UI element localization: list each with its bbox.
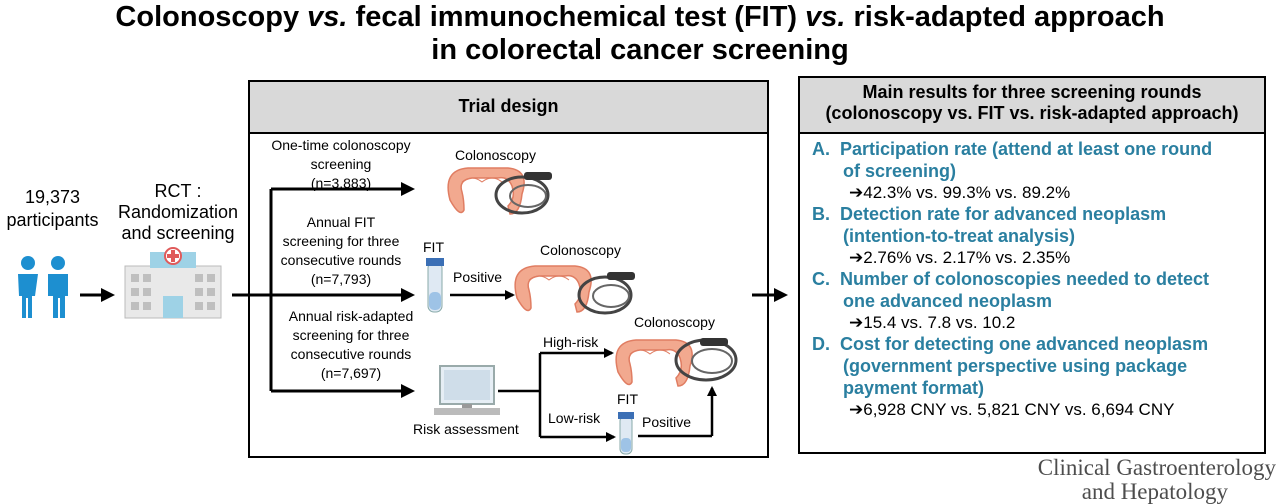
arm3-high-branch-label: High-risk	[543, 334, 599, 350]
hospital-icon	[124, 247, 222, 319]
trial-design-panel: Trial design	[248, 80, 769, 458]
page-subtitle: in colorectal cancer screening	[431, 34, 849, 66]
arm3-result-label: Positive	[642, 414, 692, 430]
arm2-procedure-label: Colonoscopy	[540, 242, 621, 258]
colon-icon-arm2	[514, 265, 635, 315]
fit-tube-icon-arm3	[618, 412, 634, 455]
participants-count: 19,373	[24, 187, 81, 207]
participants-label: participants	[6, 210, 99, 230]
arm3-test-label: FIT	[617, 391, 638, 407]
arm3-procedure-label: Colonoscopy	[634, 314, 715, 330]
results-list: A. Participation rate (attend at least o…	[812, 138, 1262, 420]
journal-logo: Clinical Gastroenterology and Hepatology	[1037, 455, 1276, 504]
colon-icon-arm1	[447, 167, 552, 215]
colon-icon-arm3	[615, 338, 738, 387]
results-panel: Main results for three screening rounds …	[798, 76, 1266, 454]
result-item: C. Number of colonoscopies needed to det…	[812, 269, 1210, 332]
arm2-label: Annual FIT screening for three consecuti…	[280, 214, 402, 287]
arm3-label: Annual risk-adapted screening for three …	[288, 308, 414, 381]
arm2-result-label: Positive	[453, 269, 503, 285]
arm3-assessment-label: Risk assessment	[413, 421, 519, 437]
fit-tube-icon-arm2	[426, 258, 444, 313]
computer-icon	[434, 365, 500, 415]
arm2-test-label: FIT	[423, 239, 444, 255]
result-item: D. Cost for detecting one advanced neopl…	[812, 334, 1209, 419]
trial-design-header: Trial design	[250, 82, 767, 134]
arm1-label: One-time colonoscopy screening (n=3,883)	[271, 137, 411, 191]
rct-label: RCT : Randomization and screening	[117, 181, 239, 243]
result-item: A. Participation rate (attend at least o…	[812, 139, 1213, 202]
people-icon	[18, 256, 68, 318]
arm1-procedure-label: Colonoscopy	[455, 147, 536, 163]
arm3-low-branch-label: Low-risk	[548, 410, 601, 426]
page-title: Colonoscopy vs. fecal immunochemical tes…	[115, 1, 1165, 33]
result-item: B. Detection rate for advanced neoplasm …	[812, 204, 1167, 267]
results-header: Main results for three screening rounds …	[800, 78, 1264, 134]
